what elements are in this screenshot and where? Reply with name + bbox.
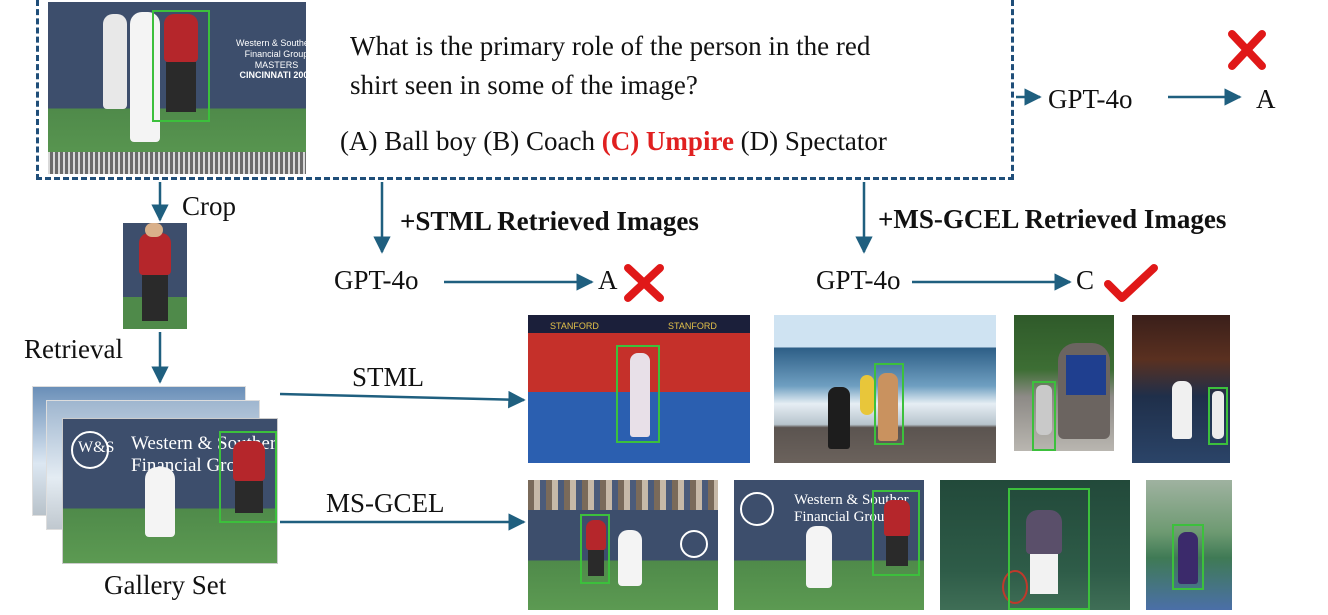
- msgcel-answer-label: C: [1076, 265, 1095, 295]
- stml-heading: +STML Retrieved Images: [400, 206, 699, 236]
- stml-retrieved-image-4: [1132, 315, 1230, 463]
- stml-banner-2: STANFORD: [668, 321, 717, 331]
- question-line-1: What is the primary role of the person i…: [350, 31, 871, 61]
- stml-retrieved-image-1: STANFORD STANFORD: [528, 315, 750, 463]
- retrieval-label: Retrieval: [24, 334, 123, 364]
- msgcel-check-icon: [1104, 264, 1158, 302]
- msgcel-retrieved-image-3: [940, 480, 1130, 610]
- arrow-gallery-to-stml: [279, 390, 526, 409]
- msgcel-retrieved-image-2: Western & Souther Financial Group: [734, 480, 924, 610]
- stml-retrieved-image-3: [1014, 315, 1114, 451]
- query-logo-line1: Western & Southern: [236, 38, 306, 48]
- stml-cross-icon: [624, 264, 664, 302]
- top-model-label: GPT-4o: [1048, 84, 1133, 114]
- query-image: Western & Southern Financial Group MASTE…: [48, 2, 306, 174]
- correct-option: (C) Umpire: [601, 126, 734, 156]
- stml-answer-label: A: [598, 265, 618, 295]
- crop-label: Crop: [182, 191, 236, 221]
- stml-retrieved-image-2: [774, 315, 996, 463]
- query-logo-line4: CINCINNATI 2007: [239, 70, 306, 81]
- msgcel-model-label: GPT-4o: [816, 265, 901, 295]
- msgcel-logo-line1: Western & Souther: [794, 492, 909, 508]
- question-line-2: shirt seen in some of the image?: [350, 70, 698, 100]
- msgcel-logo-line2: Financial Group: [794, 509, 892, 525]
- top-answer-label: A: [1256, 84, 1276, 114]
- options-suffix: (D) Spectator: [740, 126, 887, 156]
- options-prefix: (A) Ball boy (B) Coach: [340, 126, 595, 156]
- stml-edge-label: STML: [352, 362, 425, 392]
- msgcel-heading: +MS-GCEL Retrieved Images: [878, 204, 1227, 234]
- gallery-label: Gallery Set: [104, 570, 227, 600]
- msgcel-edge-label: MS-GCEL: [326, 488, 445, 518]
- options-line: (A) Ball boy (B) Coach (C) Umpire (D) Sp…: [340, 128, 887, 155]
- msgcel-retrieved-image-1: [528, 480, 718, 610]
- top-cross-icon: [1228, 30, 1266, 70]
- cropped-image: [123, 223, 187, 329]
- query-box: [36, 0, 1014, 180]
- query-logo-line3: MASTERS: [254, 59, 299, 70]
- gallery-image-front: W&S Western & Souther Financial Group: [62, 418, 278, 564]
- stml-model-label: GPT-4o: [334, 265, 419, 295]
- stml-banner-1: STANFORD: [550, 321, 599, 331]
- query-logo-line2: Financial Group: [244, 48, 306, 59]
- msgcel-retrieved-image-4: [1146, 480, 1232, 610]
